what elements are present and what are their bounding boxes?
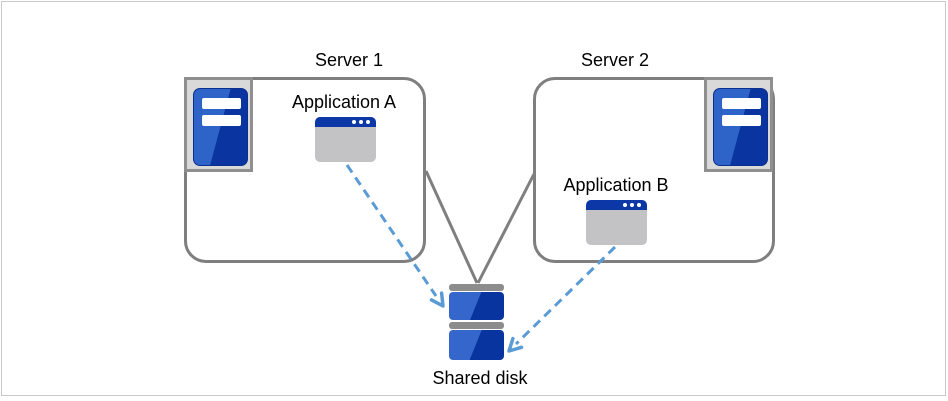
window-buttons-icon [352, 120, 370, 124]
app-a-to-disk-arrowhead [429, 291, 445, 308]
server-slot [722, 115, 761, 126]
server2-server-tower-icon [704, 77, 773, 172]
window-titlebar [586, 200, 647, 210]
disk-cap [449, 284, 504, 291]
window-buttons-icon [623, 203, 641, 207]
disk-cap [449, 322, 504, 329]
server1-server-tower-icon [184, 77, 253, 172]
disk-segment [449, 292, 504, 320]
server1-to-disk-line [424, 170, 479, 284]
application-b-window-icon [586, 200, 647, 245]
server1-label: Server 1 [314, 50, 384, 70]
disk-segment [449, 330, 504, 360]
server-slot [722, 98, 761, 109]
server-slot [202, 98, 241, 109]
application-b-label: Application B [563, 175, 669, 195]
application-a-window-icon [315, 117, 376, 162]
application-a-label: Application A [291, 92, 397, 112]
server-tower-body [193, 88, 248, 166]
shared-disk-label: Shared disk [432, 368, 528, 388]
server2-to-disk-line [476, 173, 536, 284]
app-b-to-disk-arrowhead [507, 336, 524, 353]
server2-label: Server 2 [580, 50, 650, 70]
server-slot [202, 115, 241, 126]
server-tower-body [713, 88, 768, 166]
window-titlebar [315, 117, 376, 127]
